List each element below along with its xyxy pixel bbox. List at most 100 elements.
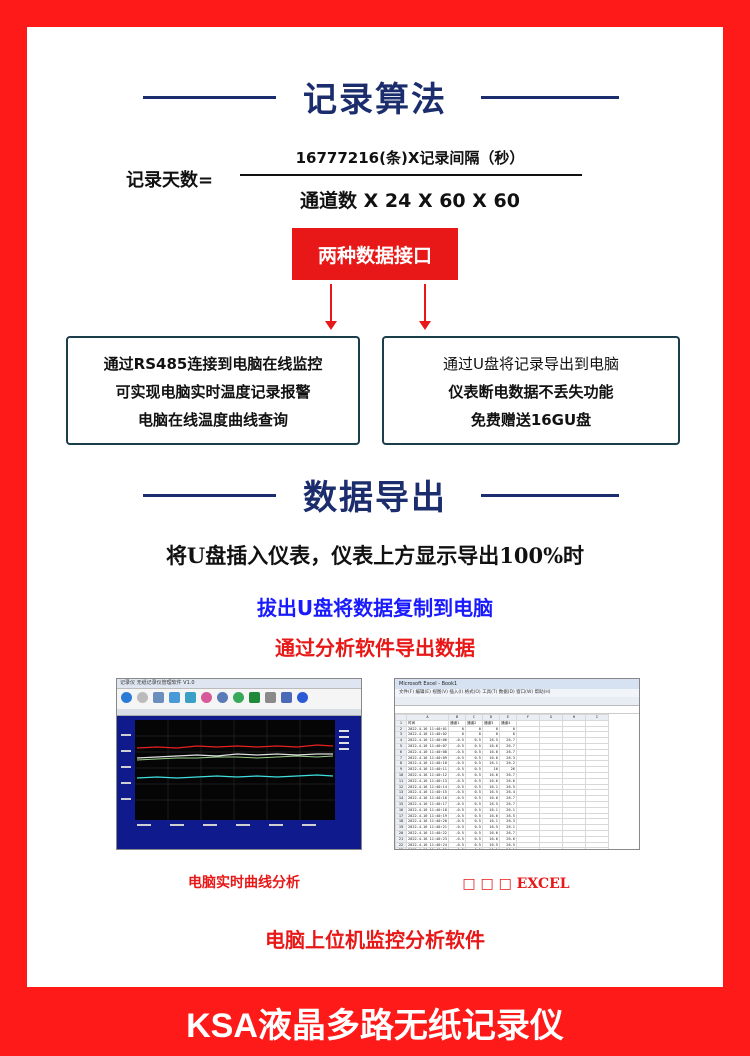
software-screenshot: 记录仪 无纸记录仪管理软件 V1.0 <box>116 678 362 850</box>
row-number: 21 <box>395 835 407 843</box>
table-cell <box>584 737 609 744</box>
caption-realtime-curve: 电脑实时曲线分析 <box>188 875 300 891</box>
row-number: 12 <box>395 783 407 791</box>
export-instruction-2: 拔出U盘将数据复制到电脑 <box>256 596 494 620</box>
section-title-export: 数据导出 <box>0 464 750 524</box>
row-number: 7 <box>395 754 407 762</box>
info-line: 免费赠送16GU盘 <box>470 411 592 429</box>
table-cell: 2022-4-16 11:40:13 <box>406 777 449 785</box>
row-number: 13 <box>395 789 407 797</box>
fraction-bar <box>240 174 582 176</box>
table-cell: 2022-4-16 11:40:06 <box>406 737 449 744</box>
table-cell: 2022-4-16 11:40:12 <box>406 771 449 779</box>
software-titlebar: 记录仪 无纸记录仪管理软件 V1.0 <box>117 679 361 689</box>
column-header-row: A B C D E F G H I <box>395 714 609 721</box>
table-cell: 2022-4-16 11:40:23 <box>406 835 449 843</box>
row-number: 16 <box>395 806 407 814</box>
arrow-down-right <box>419 284 431 330</box>
language-icon <box>297 692 308 703</box>
title-rule-left <box>143 96 276 99</box>
table-cell: 2022-4-16 11:40:07 <box>406 743 449 750</box>
excel-menubar: 文件(F) 编辑(E) 视图(V) 插入(I) 格式(O) 工具(T) 数据(D… <box>395 689 639 697</box>
title-rule-left <box>143 494 276 497</box>
table-cell <box>584 812 609 820</box>
chart-icon <box>185 692 196 703</box>
arrow-down-left <box>325 284 337 330</box>
row-number: 9 <box>395 766 407 773</box>
row-number: 11 <box>395 777 407 785</box>
table-cell: 2022-4-16 11:40:17 <box>406 800 449 808</box>
table-cell <box>584 754 609 762</box>
row-number: 3 <box>395 731 407 739</box>
table-cell: 0.5 <box>464 847 483 849</box>
table-cell <box>584 731 609 739</box>
export-instruction-3: 通过分析软件导出数据 <box>275 636 475 660</box>
table-cell <box>584 766 609 773</box>
product-name-banner: KSA液晶多路无纸记录仪 <box>186 1006 564 1045</box>
table-cell: 26.1 <box>498 847 517 849</box>
excel-icon <box>249 692 260 703</box>
table-cell <box>584 841 609 849</box>
table-cell <box>584 777 609 785</box>
table-cell: 2022-4-16 11:40:16 <box>406 795 449 802</box>
column-header <box>395 714 407 721</box>
realtime-curve-plot <box>117 716 361 849</box>
table-cell <box>584 743 609 750</box>
row-number: 17 <box>395 812 407 820</box>
table-cell <box>561 847 586 849</box>
table-cell: 2022-4-16 11:40:10 <box>406 760 449 768</box>
table-cell <box>584 760 609 768</box>
row-number: 6 <box>395 748 407 756</box>
software-tabs <box>117 709 361 716</box>
info-line: 通过RS485连接到电脑在线监控 <box>103 355 323 373</box>
box-icon <box>217 692 228 703</box>
caption-excel-export: □ □ □ EXCEL <box>462 876 570 892</box>
play-icon <box>121 692 132 703</box>
formula-numerator: 16777216(条)X记录间隔（秒） <box>295 149 525 167</box>
help-icon <box>281 692 292 703</box>
title-rule-right <box>481 96 619 99</box>
table-cell: 2022-4-16 11:40:21 <box>406 824 449 831</box>
info-line: 通过U盘将记录导出到电脑 <box>443 355 619 373</box>
table-cell: 2022-4-16 11:40:20 <box>406 818 449 826</box>
section-title-text: 记录算法 <box>303 80 447 120</box>
row-number: 20 <box>395 829 407 837</box>
table-cell <box>538 847 563 849</box>
export-instruction-1: 将U盘插入仪表，仪表上方显示导出100%时 <box>165 543 585 568</box>
table-cell <box>584 818 609 826</box>
table-cell: 2022-4-16 11:40:02 <box>406 731 449 739</box>
table-cell: 2022-4-16 11:40:15 <box>406 789 449 797</box>
info-line: 电脑在线温度曲线查询 <box>137 411 288 429</box>
row-number: 22 <box>395 841 407 849</box>
table-cell: 2022-4-16 11:40:01 <box>406 725 449 733</box>
table-cell <box>584 748 609 756</box>
section-title-text: 数据导出 <box>303 478 447 518</box>
row-number: 23 <box>395 847 407 849</box>
stop-icon <box>137 692 148 703</box>
table-cell <box>584 847 609 849</box>
title-rule-right <box>481 494 619 497</box>
table-cell: 2022-4-16 11:40:14 <box>406 783 449 791</box>
table-cell <box>584 783 609 791</box>
row-number: 19 <box>395 824 407 831</box>
section-title-algorithm: 记录算法 <box>0 66 750 126</box>
formula-denominator: 通道数 X 24 X 60 X 60 <box>300 190 520 212</box>
table-cell <box>584 800 609 808</box>
caption-software: 电脑上位机监控分析软件 <box>265 928 485 952</box>
formula-lhs: 记录天数= <box>126 170 214 191</box>
info-line: 可实现电脑实时温度记录报警 <box>115 383 311 401</box>
